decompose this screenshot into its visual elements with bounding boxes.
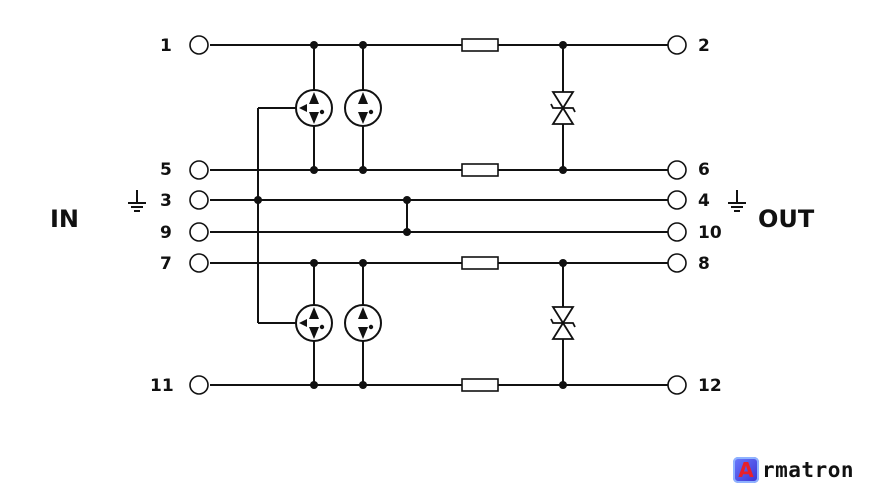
logo-letter: A xyxy=(738,458,754,482)
terminal-12 xyxy=(667,375,687,395)
junction-dots xyxy=(254,41,567,389)
resistor-icon xyxy=(461,38,499,52)
gas-discharge-tube-icon xyxy=(344,89,382,127)
terminal-9 xyxy=(189,222,209,242)
terminal-label-5: 5 xyxy=(160,160,172,180)
terminal-label-12: 12 xyxy=(698,376,722,396)
terminal-label-1: 1 xyxy=(160,36,172,56)
logo-badge: A xyxy=(733,457,759,483)
terminal-5 xyxy=(189,160,209,180)
label-out: OUT xyxy=(758,205,815,233)
terminal-label-2: 2 xyxy=(698,36,710,56)
terminal-label-8: 8 xyxy=(698,254,710,274)
ground-icon-out xyxy=(728,190,746,212)
logo-text: rmatron xyxy=(762,458,855,482)
tvs-diode-icon xyxy=(550,303,576,343)
terminal-3 xyxy=(189,190,209,210)
resistor-icon xyxy=(461,256,499,270)
ground-icon-in xyxy=(128,190,146,212)
label-in: IN xyxy=(50,205,79,233)
terminal-label-6: 6 xyxy=(698,160,710,180)
tvs-diode-icon xyxy=(550,88,576,128)
terminal-label-9: 9 xyxy=(160,223,172,243)
terminal-label-3: 3 xyxy=(160,191,172,211)
terminal-11 xyxy=(189,375,209,395)
terminal-10 xyxy=(667,222,687,242)
terminal-2 xyxy=(667,35,687,55)
terminal-label-4: 4 xyxy=(698,191,710,211)
armatron-logo: A rmatron xyxy=(733,455,854,485)
terminal-label-7: 7 xyxy=(160,254,172,274)
wires xyxy=(210,44,668,386)
resistor-icon xyxy=(461,378,499,392)
terminal-7 xyxy=(189,253,209,273)
terminal-6 xyxy=(667,160,687,180)
resistor-icon xyxy=(461,163,499,177)
gas-discharge-tube-icon xyxy=(344,304,382,342)
gas-discharge-tube-icon xyxy=(295,304,333,342)
terminal-label-10: 10 xyxy=(698,223,722,243)
terminal-4 xyxy=(667,190,687,210)
terminal-8 xyxy=(667,253,687,273)
terminal-1 xyxy=(189,35,209,55)
gas-discharge-tube-icon xyxy=(295,89,333,127)
terminal-label-11: 11 xyxy=(150,376,174,396)
